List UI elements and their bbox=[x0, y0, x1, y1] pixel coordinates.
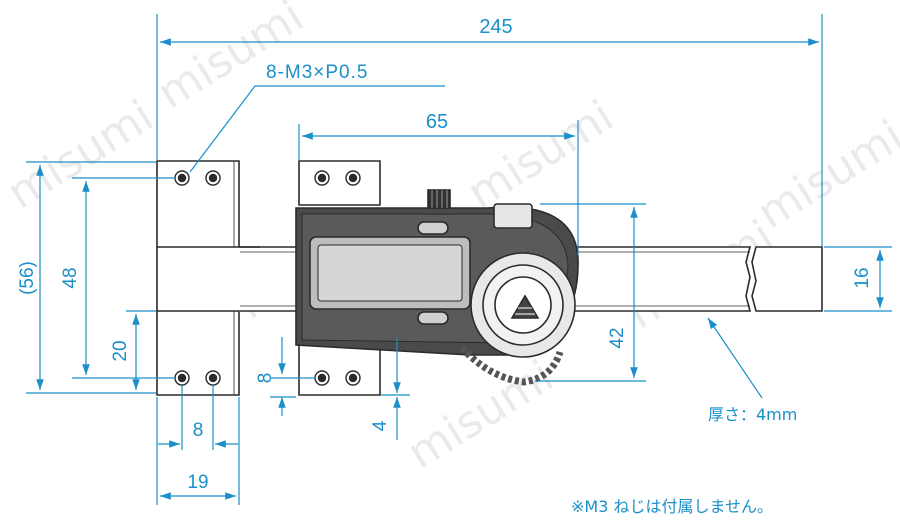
svg-text:misumi: misumi bbox=[0, 91, 162, 220]
button-bottom bbox=[417, 311, 449, 325]
dim-16: 16 bbox=[852, 267, 873, 288]
dim-8-vertical: 8 bbox=[255, 373, 276, 384]
dimension-labels: 245 8-M3×P0.5 65 (56) 48 20 8 19 8 4 42 … bbox=[17, 16, 873, 493]
dim-19: 19 bbox=[187, 472, 208, 493]
dim-56: (56) bbox=[17, 261, 38, 295]
button-top bbox=[417, 221, 449, 235]
svg-text:misumi: misumi bbox=[399, 351, 563, 480]
svg-text:misumi: misumi bbox=[749, 111, 900, 240]
dim-8-horizontal: 8 bbox=[193, 420, 204, 441]
dimension-lines bbox=[26, 14, 892, 505]
svg-text:misumi: misumi bbox=[149, 0, 313, 119]
dim-42: 42 bbox=[607, 327, 628, 348]
lock-knob bbox=[427, 189, 451, 209]
dim-20: 20 bbox=[110, 340, 131, 361]
sliding-jaw bbox=[298, 160, 381, 206]
dim-screw-callout: 8-M3×P0.5 bbox=[266, 62, 368, 83]
dim-65: 65 bbox=[426, 111, 448, 133]
dim-4: 4 bbox=[370, 420, 391, 431]
dim-48: 48 bbox=[60, 267, 81, 288]
fixed-jaw bbox=[156, 160, 240, 248]
thickness-note: 厚さ：4mm bbox=[708, 405, 798, 424]
dim-245: 245 bbox=[479, 16, 512, 38]
svg-text:misumi: misumi bbox=[459, 91, 623, 220]
mounting-holes bbox=[174, 170, 361, 386]
footnote: ※M3 ねじは付属しません。 bbox=[571, 497, 773, 516]
